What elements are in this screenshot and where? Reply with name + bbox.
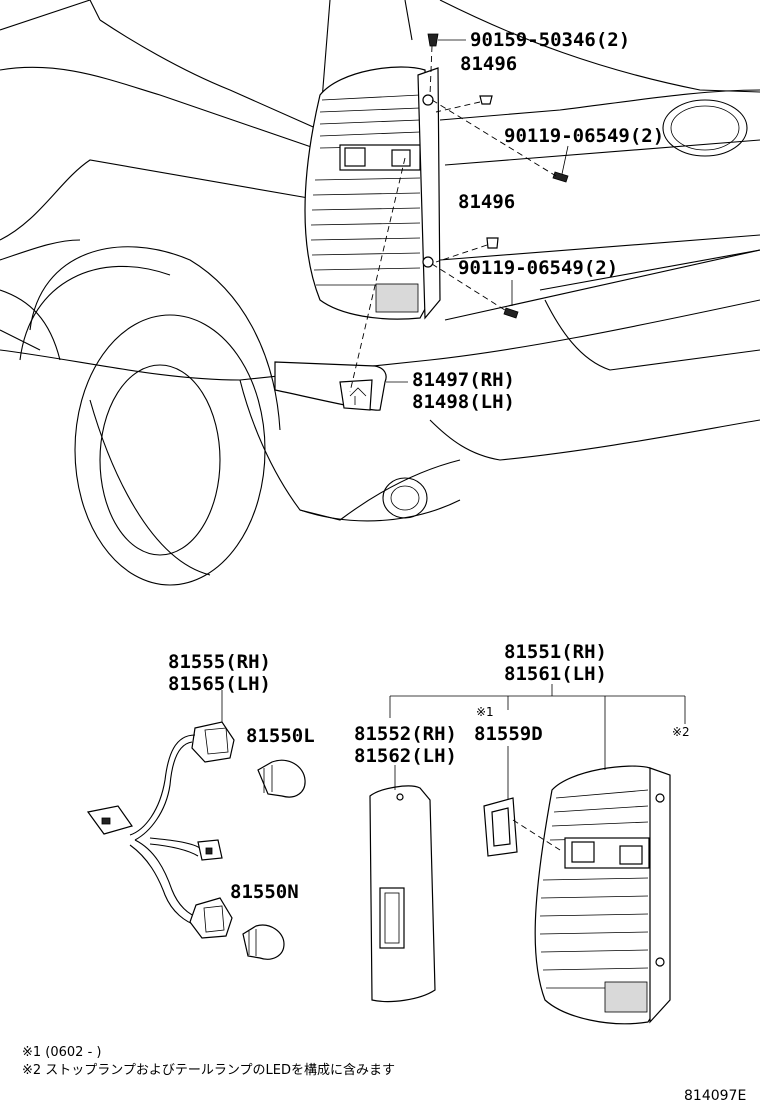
vehicle-body [0,0,760,586]
label-screw-mid: 90119-06549(2) [504,125,664,147]
socket-and-wire [86,721,235,939]
clip-top-icon [479,95,493,105]
diagram-code: 814097E [684,1088,746,1104]
label-reflector-lh: 81498(LH) [412,391,515,413]
label-socket-rh: 81555(RH) [168,651,271,673]
label-lens-lh: 81562(LH) [354,745,457,767]
label-screw-top: 90159-50346(2) [470,29,630,51]
label-lamp-assy-rh: 81551(RH) [504,641,607,663]
bulbs [242,759,306,960]
gasket [483,797,518,857]
screw-top-icon [427,33,439,47]
rear-combination-lamp-installed [304,66,441,320]
label-bulb-n: 81550N [230,881,299,903]
lens-panel [369,785,436,1003]
label-reflector-rh: 81497(RH) [412,369,515,391]
label-lens-rh: 81552(RH) [354,723,457,745]
rear-reflector [274,361,387,411]
label-clip-top: 81496 [460,53,517,75]
fasteners-upper [427,33,569,319]
label-socket-lh: 81565(LH) [168,673,271,695]
label-screw-low: 90119-06549(2) [458,257,618,279]
label-clip-mid: 81496 [458,191,515,213]
screw-mid-icon [552,171,569,183]
label-mark1: ※1 [476,705,494,719]
leader-lines-lower [221,684,686,851]
leader-lines-upper [349,39,569,393]
screw-low-icon [503,307,519,319]
label-mark2: ※2 [672,725,690,739]
bulb-l-icon [257,759,306,798]
label-bulb-l: 81550L [246,725,315,747]
clip-mid-icon [486,237,499,249]
note-2: ※2 ストップランプおよびテールランプのLEDを構成に含みます [22,1062,395,1078]
note-1: ※1 (0602 - ) [22,1045,101,1060]
rear-lamp-assembly [534,765,671,1025]
bulb-n-icon [242,924,285,960]
label-gasket: 81559D [474,723,543,745]
label-lamp-assy-lh: 81561(LH) [504,663,607,685]
